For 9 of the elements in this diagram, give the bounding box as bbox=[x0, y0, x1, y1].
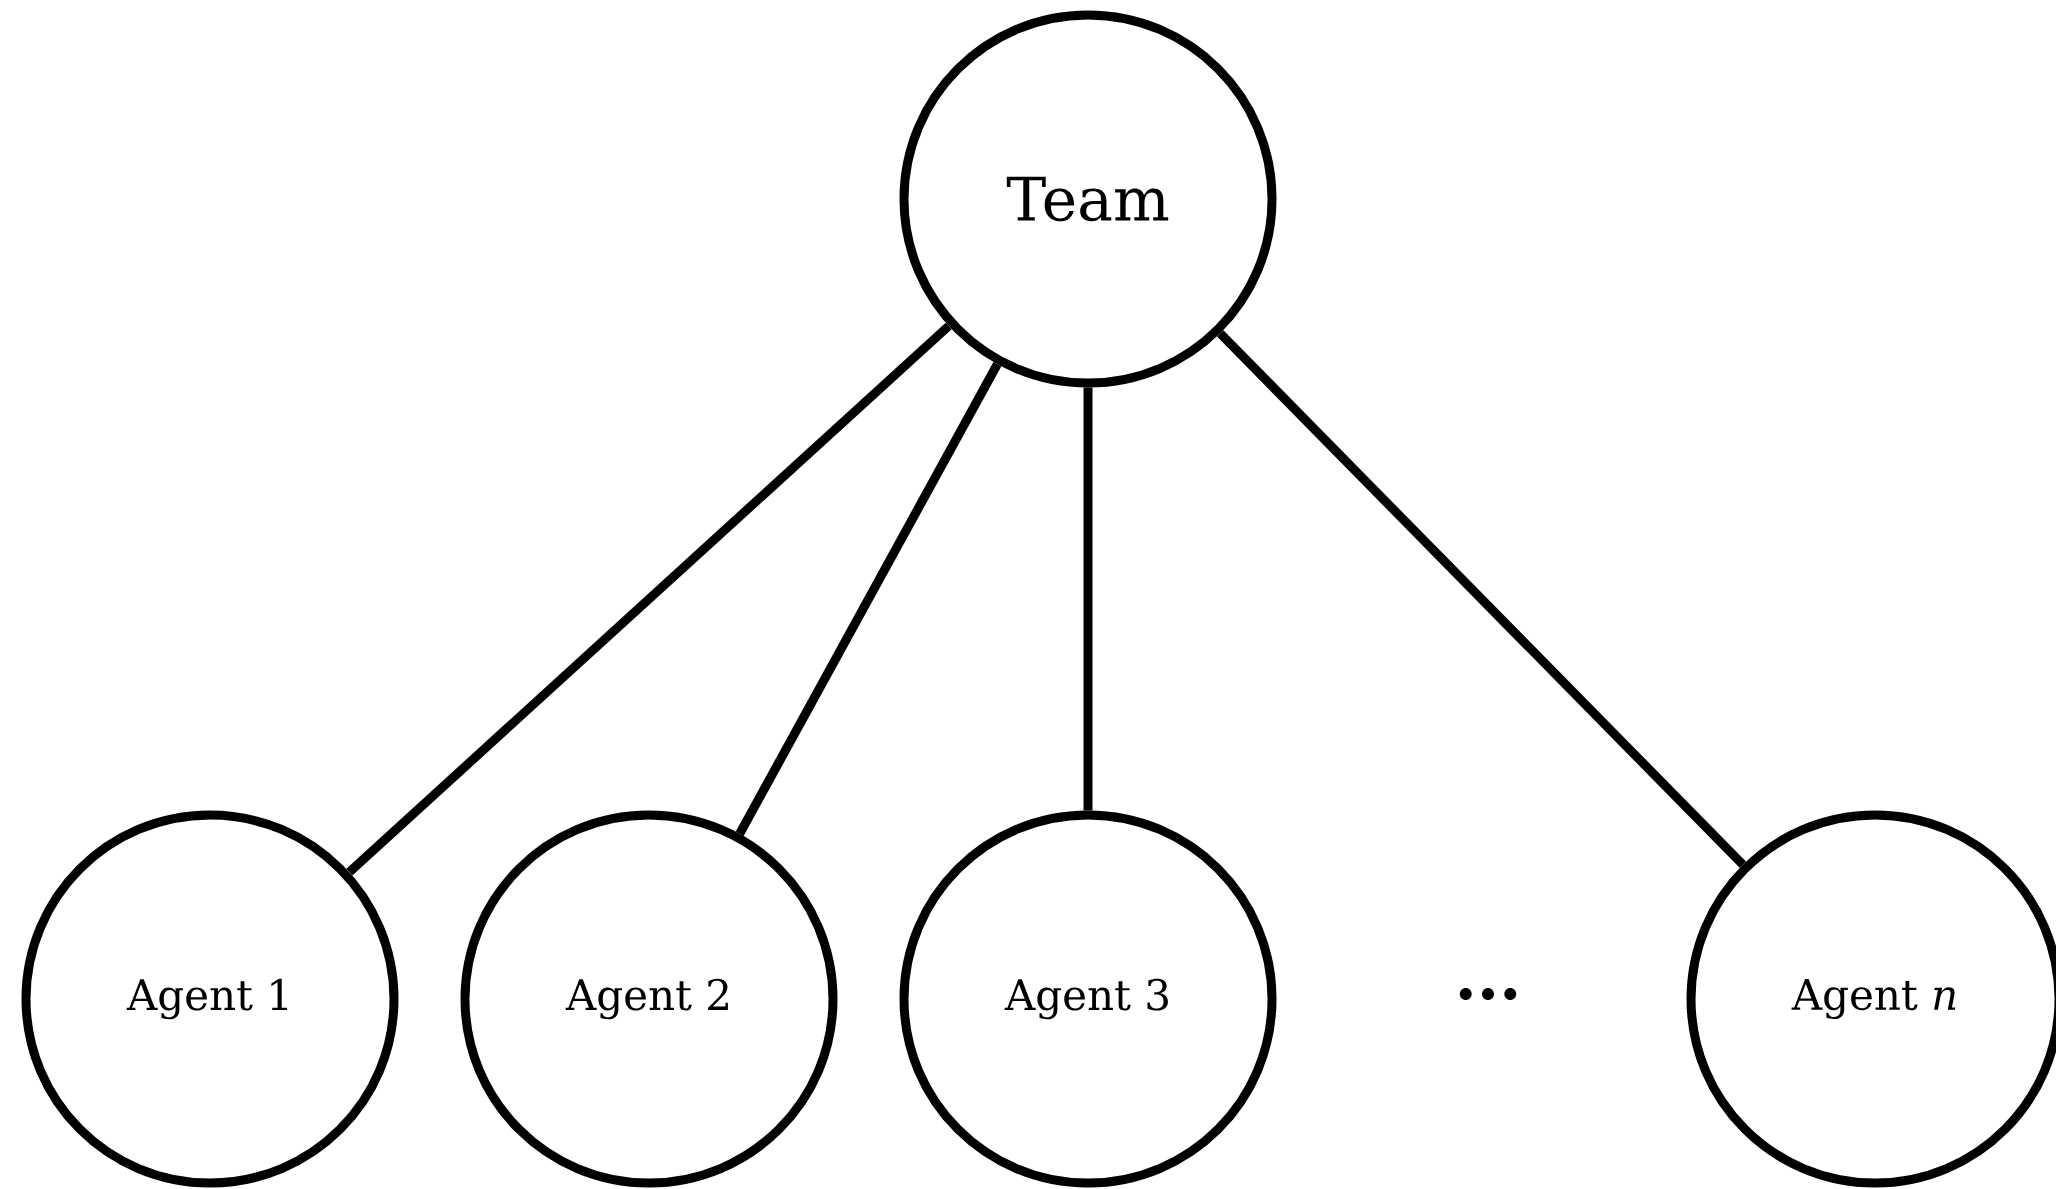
circle-node: Agent 2 bbox=[460, 810, 838, 1188]
connector-line bbox=[735, 362, 1002, 836]
ellipsis: ... bbox=[1459, 988, 1517, 1000]
circle-node: Agent 3 bbox=[899, 810, 1277, 1188]
connector-line bbox=[346, 322, 952, 876]
circle-node: Agent 1 bbox=[21, 810, 399, 1188]
circle-node: Team bbox=[899, 10, 1277, 388]
connector-line bbox=[1083, 387, 1093, 811]
connector-line bbox=[1217, 330, 1747, 868]
